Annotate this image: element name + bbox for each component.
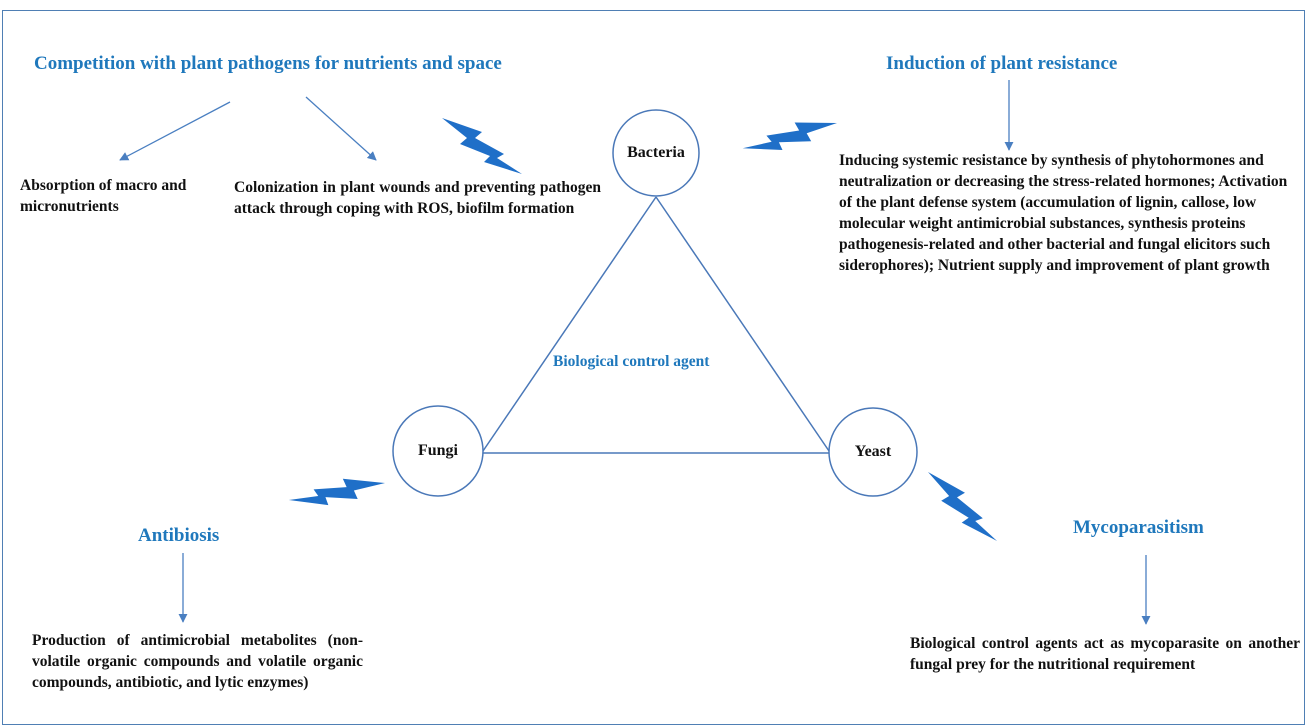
biological-text: Biological control agents act as mycopar… [910,635,1300,673]
yeast-node-label: Yeast [854,443,892,460]
lightning-bolt-icon [742,95,837,176]
absorption-text: Absorption of macro and micronutrients [20,177,187,215]
triangle-edge-right [655,196,830,452]
bacteria-node-circle [612,109,700,197]
lightning-bolt-icon [288,449,385,534]
production-text: Production of antimicrobial metabolites … [32,632,363,691]
heading-mycoparasitism: Mycoparasitism [1073,517,1204,538]
fungi-node-circle [392,405,484,497]
triangle-edge-left [482,196,657,452]
heading-competition: Competition with plant pathogens for nut… [34,53,502,74]
arrow-icon [119,101,231,161]
inducing-text: Inducing systemic resistance by synthesi… [839,152,1288,274]
yeast-node-circle [828,407,918,497]
colonization-text: Colonization in plant wounds and prevent… [234,179,601,217]
arrow-icon [305,96,377,161]
lightning-bolt-icon [442,118,522,174]
center-label: Biological control agent [553,353,710,370]
triangle [482,196,830,454]
bacteria-node-label: Bacteria [627,144,685,161]
lightning-bolt-icon [918,472,1007,542]
heading-antibiosis: Antibiosis [138,525,220,546]
fungi-node-label: Fungi [417,442,458,459]
heading-induction: Induction of plant resistance [886,53,1118,74]
